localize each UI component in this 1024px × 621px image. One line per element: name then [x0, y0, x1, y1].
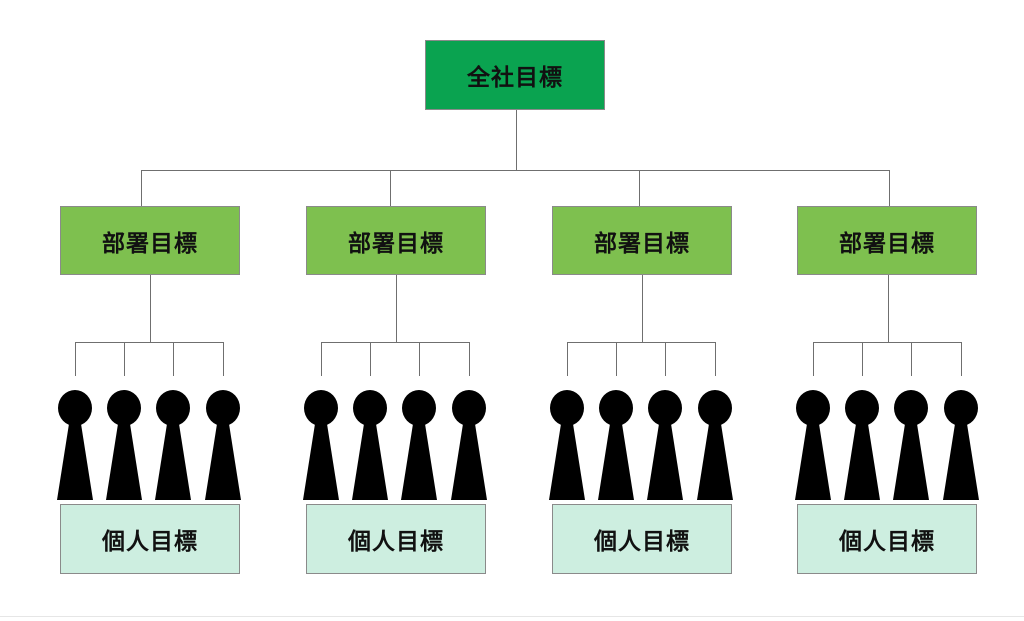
connector-member-drop [223, 342, 224, 376]
individual-goal-box-3: 個人目標 [552, 504, 732, 574]
department-goal-box-1: 部署目標 [60, 206, 240, 275]
person-head [402, 390, 436, 426]
person-icon [401, 390, 437, 500]
person-head [648, 390, 682, 426]
connector-dept-bus [75, 342, 224, 343]
person-head [58, 390, 92, 426]
person-body [303, 420, 339, 500]
person-head [353, 390, 387, 426]
connector-dept-3-drop [639, 170, 640, 206]
person-head [550, 390, 584, 426]
person-head [599, 390, 633, 426]
person-icon [205, 390, 241, 500]
connector-member-drop [813, 342, 814, 376]
company-goal-box: 全社目標 [425, 40, 605, 110]
person-body [697, 420, 733, 500]
person-body [451, 420, 487, 500]
person-head [156, 390, 190, 426]
person-icon [549, 390, 585, 500]
individual-goal-label: 個人目標 [839, 529, 935, 555]
connector-dept-stem [642, 275, 643, 342]
person-icon [844, 390, 880, 500]
person-body [401, 420, 437, 500]
person-body [352, 420, 388, 500]
department-goal-box-4: 部署目標 [797, 206, 977, 275]
person-icon [155, 390, 191, 500]
person-icon [647, 390, 683, 500]
connector-member-drop [911, 342, 912, 376]
connector-member-drop [567, 342, 568, 376]
connector-dept-stem [150, 275, 151, 342]
person-body [106, 420, 142, 500]
person-icon [352, 390, 388, 500]
department-goal-label: 部署目標 [348, 230, 444, 257]
individual-goal-label: 個人目標 [348, 529, 444, 555]
connector-dept-2-drop [390, 170, 391, 206]
connector-dept-bus [813, 342, 962, 343]
person-head [796, 390, 830, 426]
person-body [893, 420, 929, 500]
connector-dept-4-drop [889, 170, 890, 206]
connector-dept-bus [567, 342, 716, 343]
connector-dept-stem [888, 275, 889, 342]
person-body [598, 420, 634, 500]
person-head [698, 390, 732, 426]
connector-member-drop [321, 342, 322, 376]
connector-dept-bus [321, 342, 470, 343]
person-icon [598, 390, 634, 500]
person-body [155, 420, 191, 500]
person-icon [303, 390, 339, 500]
connector-member-drop [961, 342, 962, 376]
connector-member-drop [124, 342, 125, 376]
person-head [206, 390, 240, 426]
person-body [549, 420, 585, 500]
connector-member-drop [370, 342, 371, 376]
department-goal-label: 部署目標 [594, 230, 690, 257]
bottom-divider [0, 616, 1024, 617]
connector-member-drop [862, 342, 863, 376]
person-body [57, 420, 93, 500]
person-icon [893, 390, 929, 500]
individual-goal-box-1: 個人目標 [60, 504, 240, 574]
connector-dept-1-drop [141, 170, 142, 206]
person-head [944, 390, 978, 426]
person-head [304, 390, 338, 426]
person-body [844, 420, 880, 500]
individual-goal-box-4: 個人目標 [797, 504, 977, 574]
person-icon [943, 390, 979, 500]
individual-goal-box-2: 個人目標 [306, 504, 486, 574]
individual-goal-label: 個人目標 [102, 529, 198, 555]
department-goal-box-3: 部署目標 [552, 206, 732, 275]
connector-member-drop [419, 342, 420, 376]
connector-member-drop [665, 342, 666, 376]
department-goal-label: 部署目標 [102, 230, 198, 257]
connector-top-bus [141, 170, 889, 171]
person-icon [697, 390, 733, 500]
person-body [795, 420, 831, 500]
connector-member-drop [75, 342, 76, 376]
company-goal-label: 全社目標 [467, 65, 563, 91]
connector-dept-stem [396, 275, 397, 342]
connector-member-drop [715, 342, 716, 376]
connector-member-drop [469, 342, 470, 376]
person-icon [795, 390, 831, 500]
person-head [107, 390, 141, 426]
person-icon [451, 390, 487, 500]
person-head [452, 390, 486, 426]
person-body [647, 420, 683, 500]
person-head [845, 390, 879, 426]
connector-member-drop [173, 342, 174, 376]
individual-goal-label: 個人目標 [594, 529, 690, 555]
person-icon [57, 390, 93, 500]
person-icon [106, 390, 142, 500]
connector-top-stem [516, 110, 517, 170]
department-goal-box-2: 部署目標 [306, 206, 486, 275]
connector-member-drop [616, 342, 617, 376]
department-goal-label: 部署目標 [839, 230, 935, 257]
person-head [894, 390, 928, 426]
person-body [943, 420, 979, 500]
person-body [205, 420, 241, 500]
